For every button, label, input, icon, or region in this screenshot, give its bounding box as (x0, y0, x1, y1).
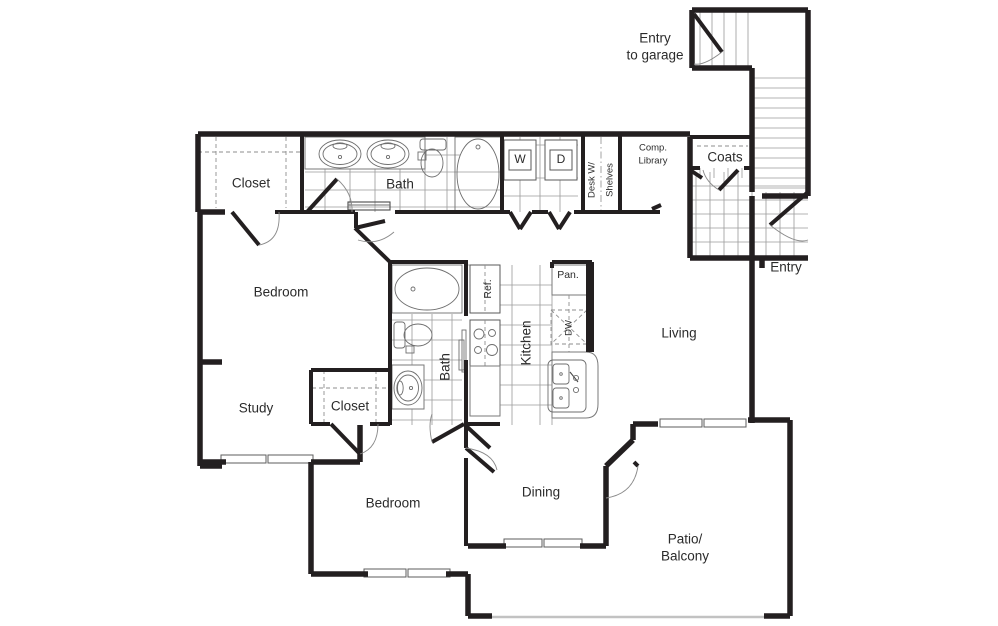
door-patio (604, 460, 640, 499)
stair-treads-upper (699, 10, 749, 68)
window-bedroom-second (363, 568, 451, 578)
entry-floor-tile (690, 172, 808, 258)
sink-vanity-left-icon (318, 139, 362, 169)
label-bedroom-master: Bedroom (254, 285, 309, 300)
label-comp-library-line1: Comp. (639, 143, 667, 154)
door-bath-lower (429, 413, 492, 450)
door-entry-garage (692, 12, 724, 65)
label-dishwasher: DW (564, 320, 575, 336)
pantry-icon (551, 264, 589, 296)
door-laundry-dryer (547, 210, 572, 231)
closet-upper-shelving (198, 137, 302, 208)
label-closet-lower: Closet (331, 399, 370, 414)
stair-treads-lower (752, 77, 808, 189)
door-comp-library (651, 203, 662, 211)
refrigerator-icon (469, 264, 501, 314)
door-bath-upper (305, 177, 353, 214)
interior-walls (275, 134, 752, 546)
exterior-walls (195, 7, 811, 619)
label-kitchen: Kitchen (519, 320, 534, 365)
tub-upper-icon (454, 136, 502, 213)
sink-lower-icon (391, 364, 425, 410)
label-bath-upper: Bath (386, 177, 414, 192)
kitchen-sink-icon (552, 363, 580, 409)
label-study: Study (239, 401, 274, 416)
label-patio-balcony-line2: Balcony (661, 549, 709, 564)
label-shelves: Shelves (605, 163, 616, 197)
label-washer: W (514, 152, 526, 166)
door-laundry-washer (508, 210, 533, 231)
bath-upper-bench (347, 201, 391, 211)
window-dining (503, 538, 583, 548)
label-desk-with: Desk W/ (587, 162, 598, 198)
label-pantry: Pan. (557, 269, 579, 281)
label-closet-upper: Closet (232, 176, 271, 191)
label-entry-to-garage-line2: to garage (626, 48, 683, 63)
label-patio-balcony-line1: Patio/ (668, 532, 703, 547)
door-entry-front (768, 190, 810, 242)
sink-vanity-right-icon (366, 139, 410, 169)
door-closet-lower (329, 422, 379, 456)
door-coats (688, 168, 740, 192)
label-dining: Dining (522, 485, 560, 500)
tub-lower-icon (391, 264, 463, 314)
door-closet-upper (230, 210, 280, 247)
closet-lower-shelving (312, 370, 386, 424)
toilet-lower-icon (393, 321, 433, 354)
label-living: Living (661, 326, 696, 341)
door-bedroom-master (354, 212, 395, 243)
label-bath-lower: Bath (438, 353, 453, 381)
kitchen-counter-left (469, 365, 501, 417)
cooktop-icon (469, 319, 501, 367)
label-coats: Coats (707, 150, 743, 165)
toilet-upper-icon (417, 138, 447, 178)
washer-icon (503, 139, 537, 181)
label-entry-to-garage-line1: Entry (639, 31, 671, 46)
label-dryer: D (557, 152, 566, 166)
dryer-icon (544, 139, 578, 181)
label-refrigerator: Ref. (482, 279, 494, 298)
window-study (220, 454, 314, 464)
label-comp-library-line2: Library (638, 156, 667, 167)
door-bedroom-second (464, 446, 498, 474)
kitchen-peninsula-counter (547, 351, 599, 419)
label-entry: Entry (770, 260, 802, 275)
window-living (659, 418, 747, 428)
label-bedroom-second: Bedroom (366, 496, 421, 511)
